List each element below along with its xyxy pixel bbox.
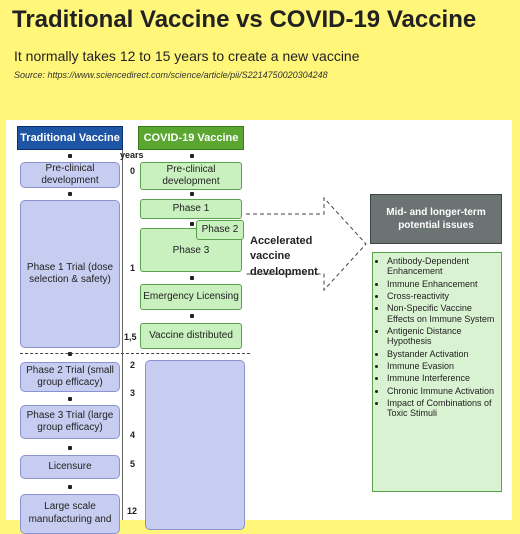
page-title: Traditional Vaccine vs COVID-19 Vaccine bbox=[12, 6, 477, 33]
connector-dot bbox=[68, 154, 72, 158]
connector-dot bbox=[68, 485, 72, 489]
year-mark-1: 1 bbox=[130, 263, 136, 273]
year-mark-4: 4 bbox=[130, 430, 136, 440]
year-axis-line bbox=[122, 150, 123, 520]
issue-item: Immune Interference bbox=[387, 373, 497, 383]
covid-emergency-licensing-box: Emergency Licensing bbox=[140, 284, 242, 310]
connector-dot bbox=[190, 222, 194, 226]
accelerated-arrow-icon bbox=[246, 196, 367, 292]
years-label: years bbox=[120, 150, 144, 160]
issue-item: Non-Specific Vaccine Effects on Immune S… bbox=[387, 303, 497, 324]
connector-dot bbox=[190, 192, 194, 196]
issue-item: Antigenic Distance Hypothesis bbox=[387, 326, 497, 347]
covid-column-header: COVID-19 Vaccine bbox=[138, 126, 244, 150]
issue-item: Chronic Immune Activation bbox=[387, 386, 497, 396]
issue-item: Antibody-Dependent Enhancement bbox=[387, 256, 497, 277]
traditional-manufacturing-box: Large scale manufacturing and bbox=[20, 494, 120, 534]
source-citation: Source: https://www.sciencedirect.com/sc… bbox=[14, 70, 328, 80]
year-mark-5: 5 bbox=[130, 459, 136, 469]
issues-header: Mid- and longer-term potential issues bbox=[370, 194, 502, 244]
connector-dot bbox=[68, 352, 72, 356]
traditional-preclinical-box: Pre-clinical development bbox=[20, 162, 120, 188]
year-mark-0: 0 bbox=[130, 166, 136, 176]
connector-dot bbox=[190, 314, 194, 318]
connector-dot bbox=[190, 154, 194, 158]
covid-phase1-box: Phase 1 bbox=[140, 199, 242, 219]
covid-phase2-box: Phase 2 bbox=[196, 220, 244, 240]
traditional-licensure-box: Licensure bbox=[20, 455, 120, 479]
year-mark-3: 3 bbox=[130, 388, 136, 398]
page-subtitle: It normally takes 12 to 15 years to crea… bbox=[14, 48, 360, 64]
issue-item: Bystander Activation bbox=[387, 349, 497, 359]
issue-item: Immune Enhancement bbox=[387, 279, 497, 289]
timeline-divider bbox=[20, 353, 250, 354]
traditional-phase1-box: Phase 1 Trial (dose selection & safety) bbox=[20, 200, 120, 348]
traditional-column-header: Traditional Vaccine bbox=[17, 126, 123, 150]
year-mark-1-5: 1,5 bbox=[124, 332, 137, 342]
covid-remaining-period-box bbox=[145, 360, 245, 530]
connector-dot bbox=[68, 192, 72, 196]
issue-item: Cross-reactivity bbox=[387, 291, 497, 301]
year-mark-12: 12 bbox=[127, 506, 138, 516]
issue-item: Immune Evasion bbox=[387, 361, 497, 371]
accelerated-development-label: Accelerated vaccine development bbox=[250, 235, 318, 278]
connector-dot bbox=[68, 397, 72, 401]
traditional-phase2-box: Phase 2 Trial (small group efficacy) bbox=[20, 362, 120, 392]
issues-list-box: Antibody-Dependent Enhancement Immune En… bbox=[372, 252, 502, 492]
traditional-phase3-box: Phase 3 Trial (large group efficacy) bbox=[20, 405, 120, 439]
connector-dot bbox=[190, 276, 194, 280]
covid-preclinical-box: Pre-clinical development bbox=[140, 162, 242, 190]
issue-item: Impact of Combinations of Toxic Stimuli bbox=[387, 398, 497, 419]
covid-vaccine-distributed-box: Vaccine distributed bbox=[140, 323, 242, 349]
connector-dot bbox=[68, 446, 72, 450]
year-mark-2: 2 bbox=[130, 360, 136, 370]
